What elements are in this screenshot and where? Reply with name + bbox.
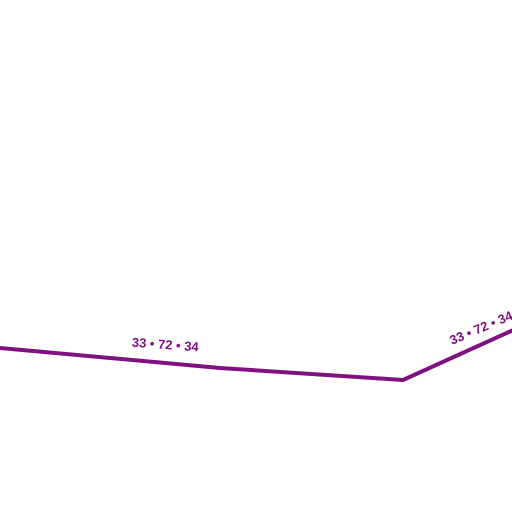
- route-line[interactable]: [0, 327, 512, 382]
- route-label-left: 33 • 72 • 34: [131, 335, 200, 355]
